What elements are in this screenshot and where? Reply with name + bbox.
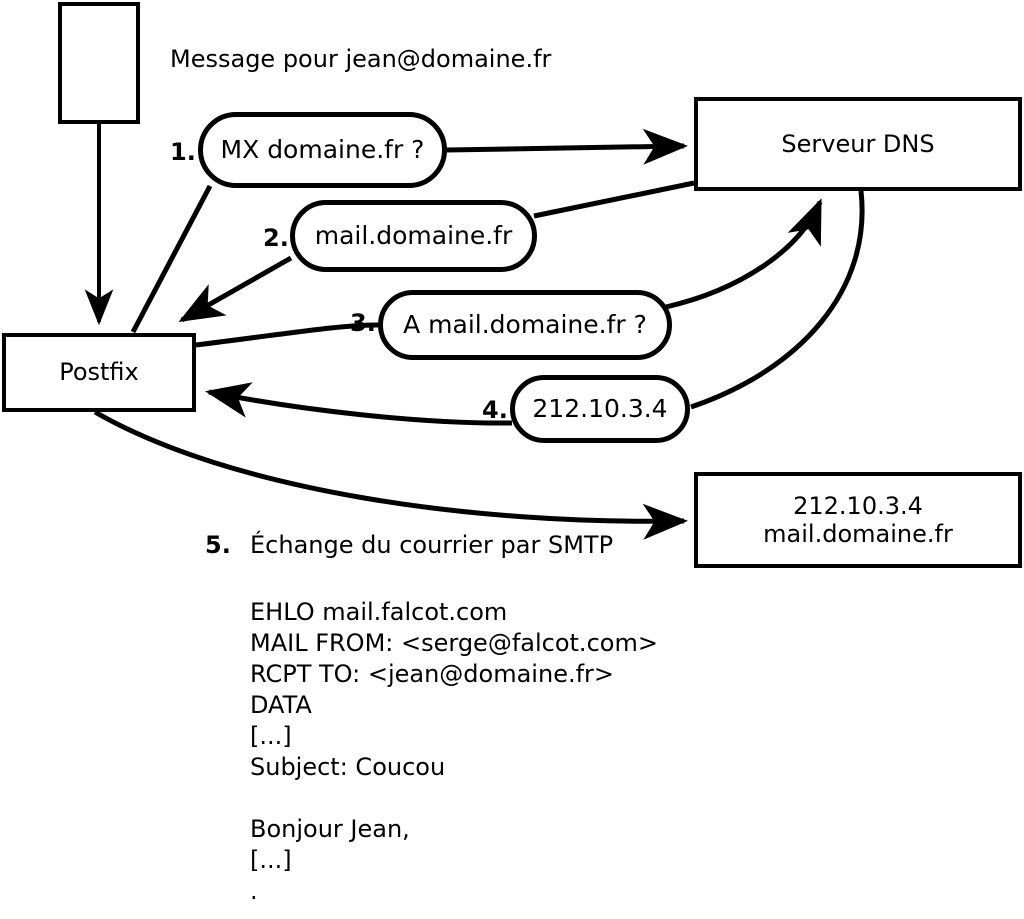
step-5-label: Échange du courrier par SMTP — [250, 531, 614, 559]
postfix-box[interactable]: Postfix — [2, 333, 196, 412]
step-1-label: MX domaine.fr ? — [220, 135, 425, 165]
connector-postfix-to-step1 — [130, 184, 213, 334]
mail-client-box[interactable] — [58, 2, 140, 124]
step-1-bubble[interactable]: MX domaine.fr ? — [198, 112, 447, 188]
step-2-label: mail.domaine.fr — [314, 221, 513, 251]
connector-step4-to-postfix — [205, 382, 513, 426]
step-4-label: 212.10.3.4 — [532, 394, 668, 424]
postfix-label: Postfix — [59, 358, 139, 387]
step-1-number: 1. — [170, 138, 196, 166]
dns-server-label: Serveur DNS — [781, 129, 935, 158]
connector-step3-to-dns — [665, 198, 823, 310]
step-4-number: 4. — [482, 396, 508, 424]
step-3-bubble[interactable]: A mail.domaine.fr ? — [378, 290, 672, 360]
step-2-number: 2. — [263, 224, 289, 252]
connector-step1-to-dns — [446, 128, 688, 165]
step-5-number: 5. — [205, 531, 231, 559]
step-2-bubble[interactable]: mail.domaine.fr — [290, 200, 537, 272]
connector-step2-to-postfix — [178, 255, 293, 323]
step-4-bubble[interactable]: 212.10.3.4 — [510, 375, 690, 443]
step-3-number: 3. — [350, 309, 376, 337]
connector-dns-to-step2 — [533, 180, 695, 219]
target-server-label: 212.10.3.4 mail.domaine.fr — [763, 491, 953, 548]
step-3-label: A mail.domaine.fr ? — [403, 310, 647, 340]
connector-dns-to-step4 — [690, 190, 865, 410]
smtp-transcript: EHLO mail.falcot.com MAIL FROM: <serge@f… — [250, 598, 658, 905]
target-server-box[interactable]: 212.10.3.4 mail.domaine.fr — [694, 472, 1022, 568]
page-title: Message pour jean@domaine.fr — [170, 45, 552, 73]
dns-server-box[interactable]: Serveur DNS — [694, 97, 1022, 191]
